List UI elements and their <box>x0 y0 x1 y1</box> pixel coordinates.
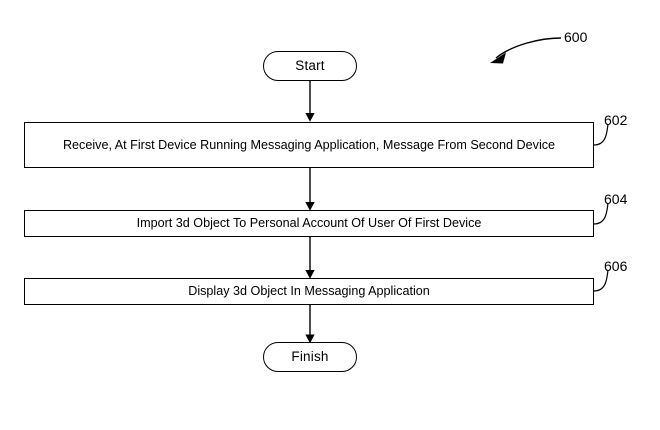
figure-callout-label: 600 <box>564 29 588 45</box>
figure-callout-arrow <box>495 37 562 59</box>
node-step-602-label: Receive, At First Device Running Messagi… <box>62 137 556 152</box>
ref-label-602: 602 <box>604 112 628 128</box>
node-step-606-label: Display 3d Object In Messaging Applicati… <box>188 284 430 299</box>
node-step-604-label: Import 3d Object To Personal Account Of … <box>136 216 482 231</box>
ref-label-604: 604 <box>604 191 628 207</box>
node-step-606[interactable]: Display 3d Object In Messaging Applicati… <box>24 278 594 305</box>
figure-callout-arrowhead <box>490 52 506 64</box>
node-finish[interactable]: Finish <box>263 342 357 372</box>
node-finish-label: Finish <box>291 349 329 365</box>
node-step-602[interactable]: Receive, At First Device Running Messagi… <box>24 122 594 168</box>
node-start[interactable]: Start <box>263 51 357 81</box>
node-start-label: Start <box>295 58 325 74</box>
node-step-604[interactable]: Import 3d Object To Personal Account Of … <box>24 210 594 237</box>
ref-label-606: 606 <box>604 258 628 274</box>
